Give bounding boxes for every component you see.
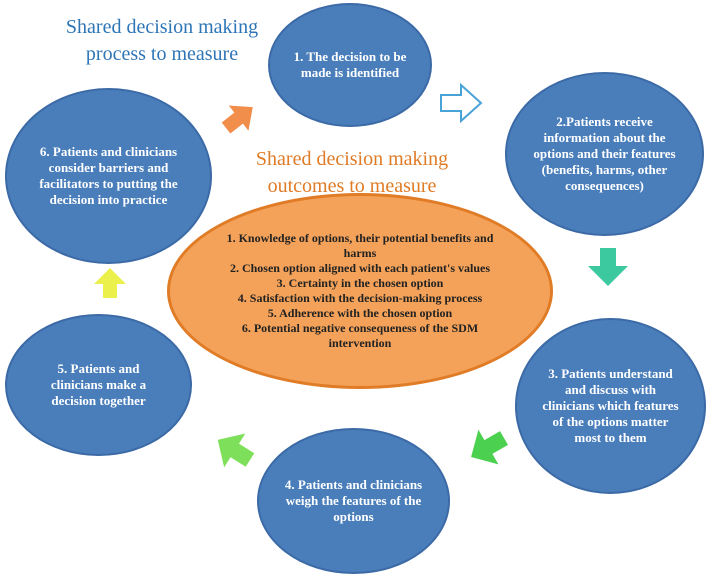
step-4-label: 4. Patients and clinicians weigh the fea… [284,477,423,524]
step-6-label: 6. Patients and clinicians consider barr… [39,144,178,207]
step-1-label: 1. The decision to be made is identified [293,49,407,80]
step-2-circle: 2.Patients receive information about the… [505,72,704,236]
arrow-step2-to-step3 [588,248,628,286]
outcome-item: 1. Knowledge of options, their potential… [226,231,494,260]
outcomes-list: 1. Knowledge of options, their potential… [225,231,495,351]
outcome-item: 5. Adherence with the chosen option [267,306,453,320]
outcome-item: 2. Chosen option aligned with each patie… [229,261,491,275]
step-6-circle: 6. Patients and clinicians consider barr… [5,88,212,264]
process-title: Shared decision making process to measur… [65,16,259,65]
step-1-circle: 1. The decision to be made is identified [268,3,432,127]
step-2-label: 2.Patients receive information about the… [533,114,676,193]
outcomes-title: Shared decision making outcomes to measu… [255,148,449,197]
outcomes-ellipse: 1. Knowledge of options, their potential… [167,193,553,389]
arrow-step1-to-step2 [440,82,483,124]
step-5-circle: 5. Patients and clinicians make a decisi… [5,314,192,456]
step-5-label: 5. Patients and clinicians make a decisi… [50,361,147,408]
step-3-circle: 3. Patients understand and discuss with … [515,318,706,494]
step-4-circle: 4. Patients and clinicians weigh the fea… [257,428,450,574]
outcome-item: 4. Satisfaction with the decision-making… [237,291,483,305]
arrow-step3-to-step4 [471,429,508,465]
arrow-step4-to-step5 [217,433,255,468]
arrow-step6-to-step1 [221,105,253,134]
outcome-item: 6. Potential negative consequeness of th… [241,321,479,350]
outcome-item: 3. Certainty in the chosen option [276,276,444,290]
arrow-step5-to-step6 [94,268,126,298]
step-3-label: 3. Patients understand and discuss with … [542,366,679,445]
